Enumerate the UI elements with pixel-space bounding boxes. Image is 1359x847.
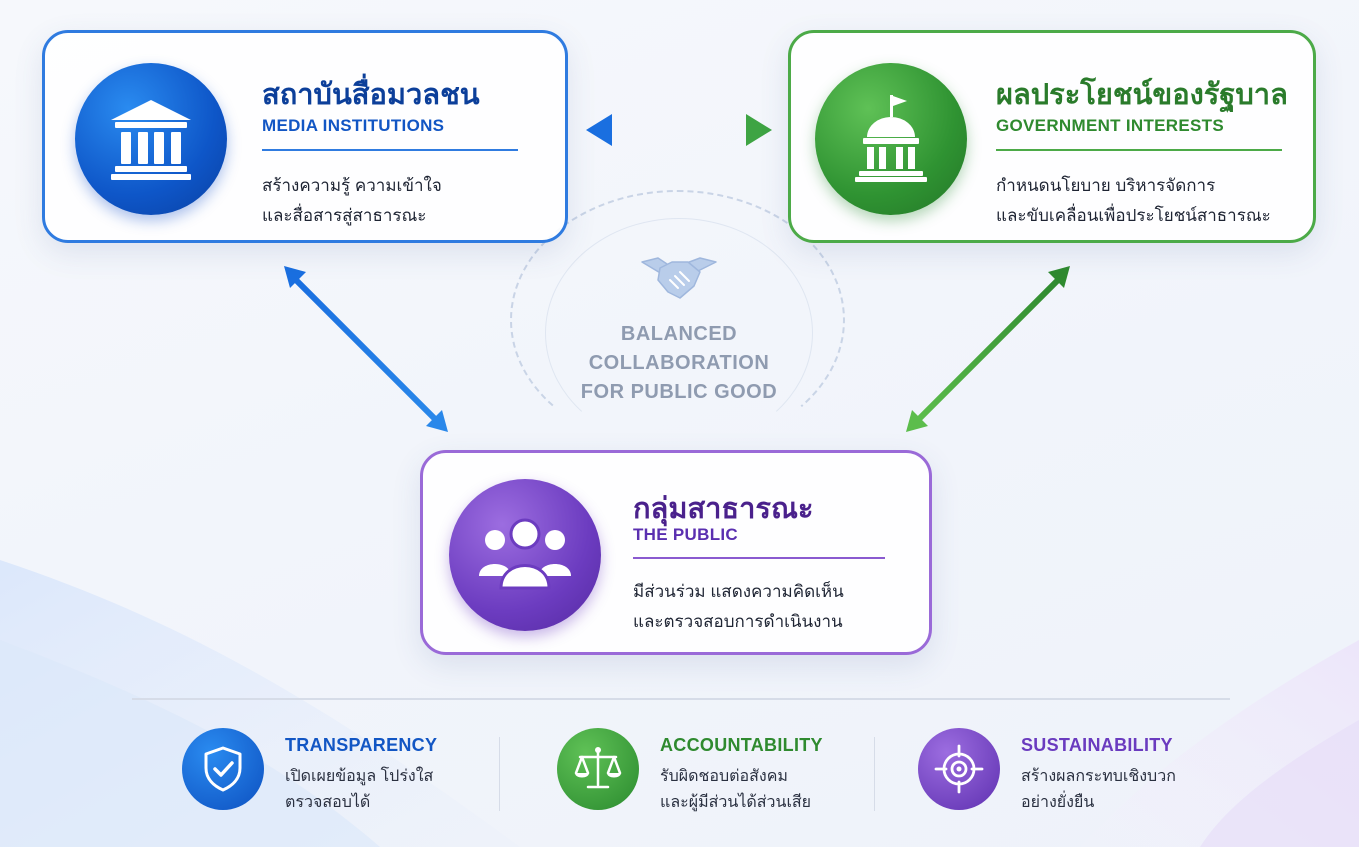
government-description: กำหนดนโยบาย บริหารจัดการ และขับเคลื่อนเพ… [996, 171, 1271, 231]
public-desc-line2: และตรวจสอบการดำเนินงาน [633, 612, 843, 631]
scales-icon [574, 747, 622, 789]
media-desc-line1: สร้างความรู้ ความเข้าใจ [262, 176, 442, 195]
arrow-government-public [906, 266, 1070, 432]
transparency-desc-line1: เปิดเผยข้อมูล โปร่งใส [285, 768, 434, 785]
public-divider [633, 557, 885, 559]
center-inner-ring [545, 218, 813, 448]
center-label-line1: BALANCED [620, 323, 738, 345]
values-separator [874, 737, 875, 811]
transparency-desc-line2: ตรวจสอบได้ [285, 794, 371, 811]
arrow-media-public [284, 266, 448, 432]
government-desc-line1: กำหนดนโยบาย บริหารจัดการ [996, 176, 1216, 195]
target-icon [934, 744, 984, 794]
government-icon-circle [815, 63, 967, 215]
media-divider [262, 149, 518, 151]
media-icon-circle [75, 63, 227, 215]
transparency-icon-circle [182, 728, 264, 810]
accountability-title: ACCOUNTABILITY [660, 735, 823, 755]
media-institutions-card: สถาบันสื่อมวลชน MEDIA INSTITUTIONS สร้าง… [42, 30, 568, 243]
public-title-th: กลุ่มสาธารณะ [633, 493, 814, 525]
center-label-line2: COLLABORATION [588, 352, 770, 374]
center-label: BALANCED COLLABORATION FOR PUBLIC GOOD [560, 320, 798, 407]
public-description: มีส่วนร่วม แสดงความคิดเห็น และตรวจสอบการ… [633, 577, 844, 637]
public-title-en: THE PUBLIC [633, 525, 738, 544]
center-ring [510, 190, 845, 450]
accountability-desc-line2: และผู้มีส่วนได้ส่วนเสีย [660, 794, 812, 811]
handshake-icon [641, 257, 717, 299]
government-title-en: GOVERNMENT INTERESTS [996, 116, 1224, 135]
accountability-desc-line1: รับผิดชอบต่อสังคม [660, 768, 788, 785]
transparency-title: TRANSPARENCY [285, 735, 438, 755]
media-title-en: MEDIA INSTITUTIONS [262, 116, 445, 135]
accountability-description: รับผิดชอบต่อสังคม และผู้มีส่วนได้ส่วนเสี… [660, 764, 811, 816]
arrow-media-government [586, 114, 772, 146]
accountability-icon-circle [557, 728, 639, 810]
government-divider [996, 149, 1282, 151]
people-group-icon [479, 518, 571, 590]
government-desc-line2: และขับเคลื่อนเพื่อประโยชน์สาธารณะ [996, 206, 1271, 225]
transparency-description: เปิดเผยข้อมูล โปร่งใส ตรวจสอบได้ [285, 764, 433, 816]
the-public-card: กลุ่มสาธารณะ THE PUBLIC มีส่วนร่วม แสดงค… [420, 450, 932, 655]
capitol-building-icon [855, 95, 927, 182]
values-divider [132, 698, 1230, 700]
sustainability-desc-line2: อย่างยั่งยืน [1021, 794, 1095, 811]
government-interests-card: ผลประโยชน์ของรัฐบาล GOVERNMENT INTERESTS… [788, 30, 1316, 243]
sustainability-desc-line1: สร้างผลกระทบเชิงบวก [1021, 768, 1176, 785]
values-separator [499, 737, 500, 811]
sustainability-icon-circle [918, 728, 1000, 810]
media-title-th: สถาบันสื่อมวลชน [262, 79, 480, 111]
government-title-th: ผลประโยชน์ของรัฐบาล [996, 79, 1288, 111]
sustainability-title: SUSTAINABILITY [1021, 735, 1173, 755]
sustainability-description: สร้างผลกระทบเชิงบวก อย่างยั่งยืน [1021, 764, 1176, 816]
media-desc-line2: และสื่อสารสู่สาธารณะ [262, 206, 427, 225]
public-icon-circle [449, 479, 601, 631]
media-description: สร้างความรู้ ความเข้าใจ และสื่อสารสู่สาธ… [262, 171, 442, 231]
public-desc-line1: มีส่วนร่วม แสดงความคิดเห็น [633, 582, 844, 601]
center-label-line3: FOR PUBLIC GOOD [580, 381, 778, 403]
institution-building-icon [111, 100, 191, 180]
shield-check-icon [204, 746, 242, 792]
